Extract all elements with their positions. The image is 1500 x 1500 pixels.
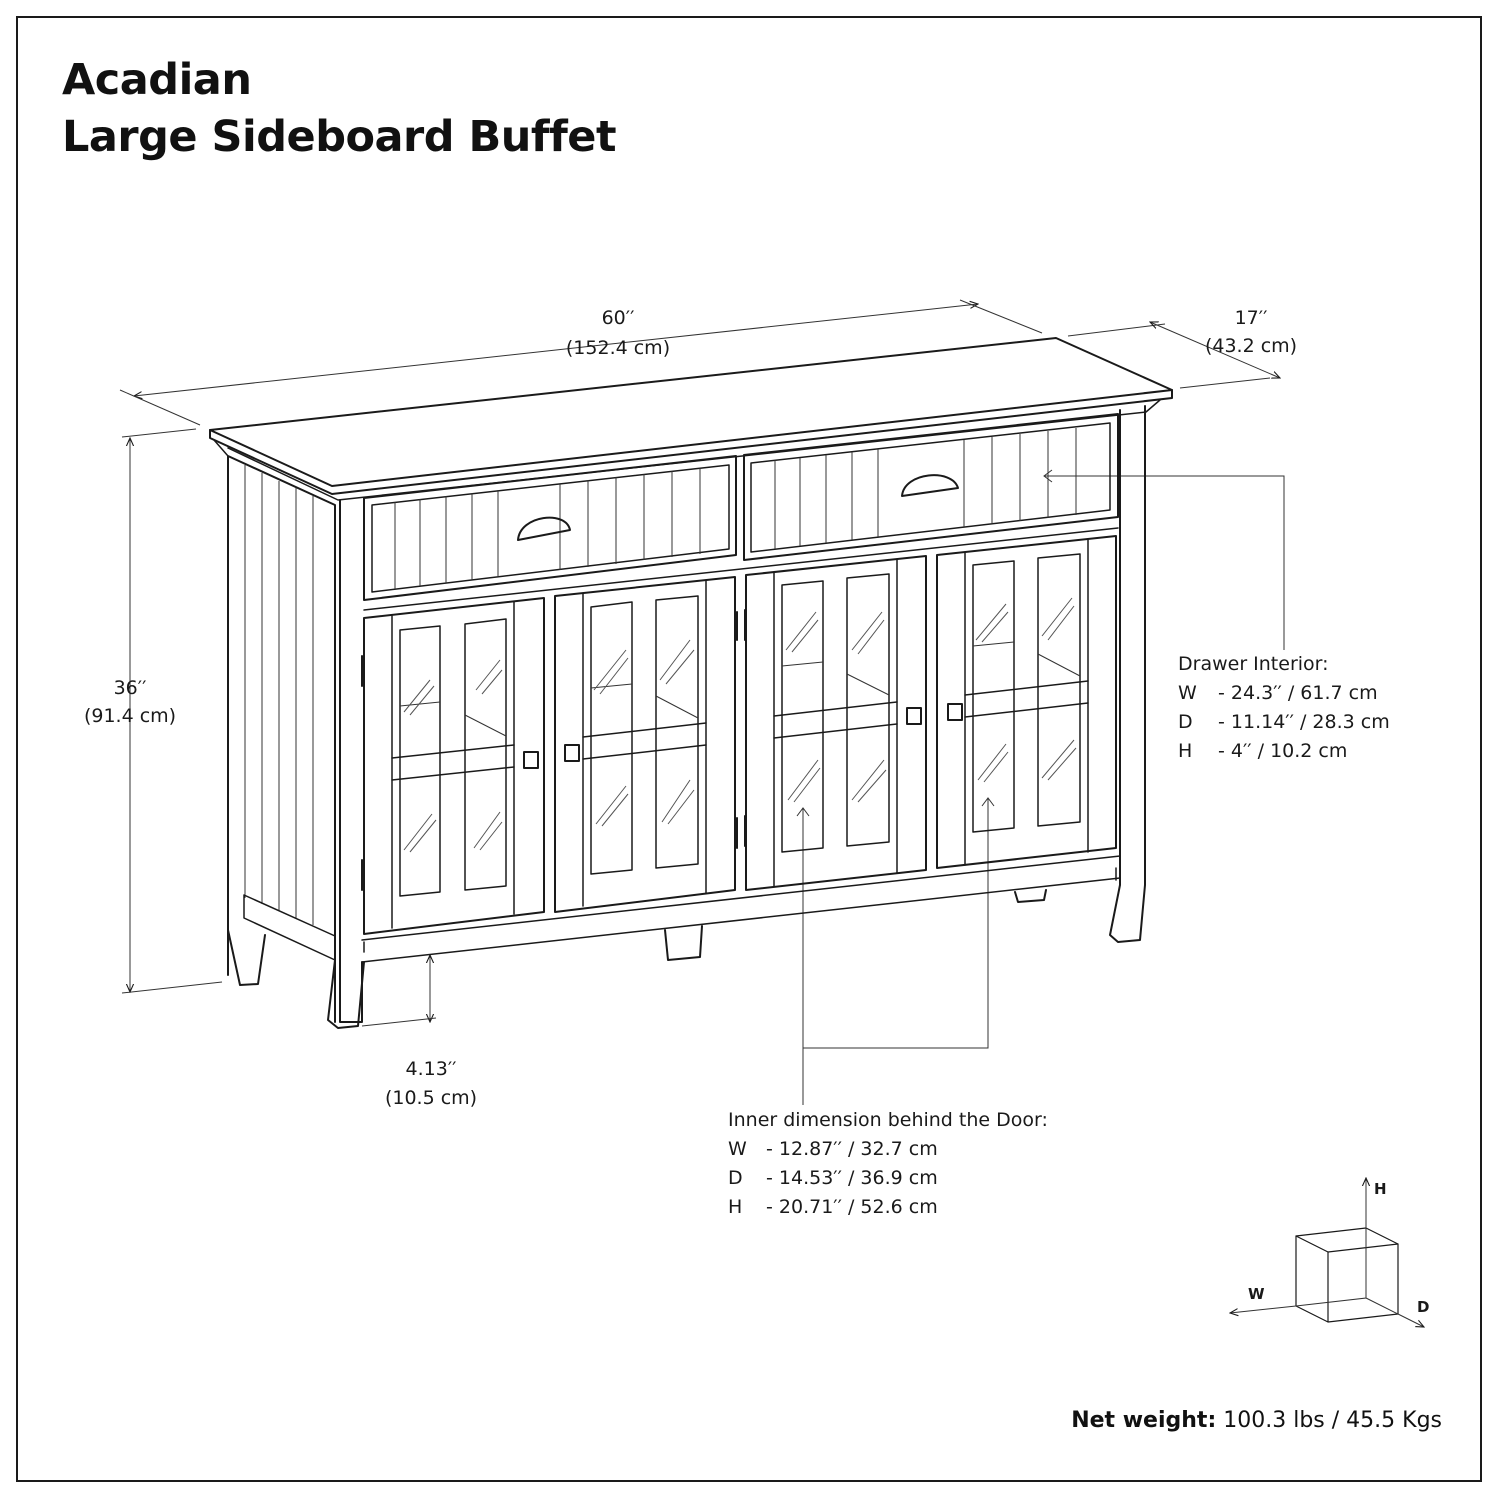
height-imperial-label: 36′′ (114, 677, 147, 699)
drawer-handle-right (901, 474, 959, 497)
door-interior-heading: Inner dimension behind the Door: (728, 1109, 1048, 1131)
door-row-value: - 20.71′′ / 52.6 cm (766, 1196, 938, 1218)
axis-d-label: D (1417, 1298, 1429, 1316)
door-row-axis: H (728, 1196, 742, 1218)
door-row-value: - 14.53′′ / 36.9 cm (766, 1167, 938, 1189)
product-title: Acadian Large Sideboard Buffet (62, 52, 617, 166)
drawer-row-axis: D (1178, 711, 1193, 733)
clearance-metric-label: (10.5 cm) (385, 1087, 477, 1109)
axis-h-label: H (1374, 1180, 1387, 1198)
clearance-dimension-line (361, 955, 437, 1027)
drawer-row-value: - 11.14′′ / 28.3 cm (1218, 711, 1390, 733)
door-row-axis: W (728, 1138, 747, 1160)
door-row-value: - 12.87′′ / 32.7 cm (766, 1138, 938, 1160)
drawer-interior-spec: Drawer Interior: W - 24.3′′ / 61.7 cm D … (1178, 653, 1390, 762)
sideboard-body (209, 337, 1173, 1029)
drawer-row-value: - 4′′ / 10.2 cm (1218, 740, 1347, 762)
title-line-1: Acadian (62, 55, 252, 105)
door-row-axis: D (728, 1167, 743, 1189)
title-line-2: Large Sideboard Buffet (62, 112, 617, 162)
net-weight-value: 100.3 lbs / 45.5 Kgs (1223, 1408, 1442, 1433)
height-metric-label: (91.4 cm) (84, 705, 176, 727)
width-dimension-line (119, 299, 1043, 426)
width-metric-label: (152.4 cm) (566, 337, 670, 359)
depth-imperial-label: 17′′ (1235, 307, 1268, 329)
width-imperial-label: 60′′ (602, 307, 635, 329)
drawer-row-value: - 24.3′′ / 61.7 cm (1218, 682, 1378, 704)
door-interior-spec: Inner dimension behind the Door: W - 12.… (728, 1109, 1048, 1218)
axis-legend-cube-icon: H W D (1230, 1178, 1429, 1327)
drawer-handle-left (517, 516, 571, 541)
drawer-row-axis: W (1178, 682, 1197, 704)
depth-dimension-line (1067, 322, 1280, 389)
depth-metric-label: (43.2 cm) (1205, 335, 1297, 357)
net-weight-label: Net weight: (1071, 1408, 1217, 1433)
drawer-row-axis: H (1178, 740, 1192, 762)
drawer-leader-line (1043, 469, 1285, 650)
page-border (16, 16, 1482, 1482)
drawer-interior-heading: Drawer Interior: (1178, 653, 1329, 675)
height-dimension-line (121, 428, 223, 994)
clearance-imperial-label: 4.13′′ (406, 1058, 457, 1080)
net-weight: Net weight: 100.3 lbs / 45.5 Kgs (1071, 1408, 1442, 1433)
door-leader-line (796, 797, 995, 1105)
axis-w-label: W (1248, 1285, 1265, 1303)
